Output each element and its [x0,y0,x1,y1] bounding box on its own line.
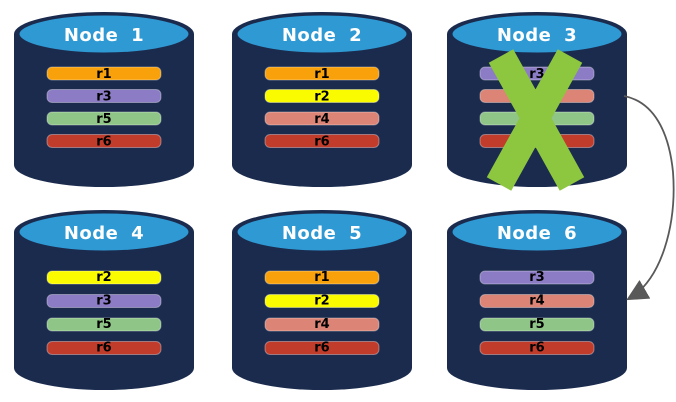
partition-bar [46,294,162,308]
node-2-partition-r2: r2 [264,89,380,105]
node-1-partition-r5: r5 [46,111,162,127]
partition-label: r4 [529,294,544,309]
partition-bar [46,111,162,126]
partition-label: r6 [96,135,111,150]
node-4-partition-r3: r3 [46,294,162,309]
node-2-title: Node 2 [282,25,362,46]
partition-label: r4 [314,112,329,127]
node-2-partition-r4: r4 [264,111,380,127]
partition-label: r5 [529,317,544,332]
node-1-title: Node 1 [64,25,144,46]
node-4-title: Node 4 [64,223,144,244]
node-4-partition-r6: r6 [46,341,162,356]
partition-bar [46,270,162,285]
partition-label: r2 [314,294,329,309]
node-1-partition-r3: r3 [46,89,162,105]
partition-label: r4 [314,317,329,332]
node-6-cylinder-top [449,210,625,254]
node-5-partition-r1: r1 [264,270,380,285]
node-3: Node 3 r3 r4 r5 r6 [447,12,627,191]
node-2-partition-r1: r1 [264,66,380,82]
partition-bar [479,270,595,285]
partition-bar [264,270,380,285]
partition-bar [46,317,162,332]
node-5-cylinder-top [234,210,410,254]
partition-label: r5 [96,112,111,127]
partition-bar [479,341,595,355]
partition-bar [46,134,162,148]
partition-label: r2 [314,90,329,105]
partition-label: r6 [96,341,111,356]
node-2-cylinder-top [234,12,410,56]
partition-label: r1 [314,270,329,285]
partition-label: r5 [96,317,111,332]
partition-label: r6 [529,341,544,356]
node-4-partition-r5: r5 [46,317,162,332]
node-5-partition-r4: r4 [264,317,380,332]
partition-label: r1 [96,67,111,82]
partition-bar [46,89,162,103]
partition-label: r3 [529,270,544,285]
partition-label: r3 [96,294,111,309]
node-6-partition-r6: r6 [479,341,595,356]
partition-bar [264,89,380,103]
partition-label: r1 [314,67,329,82]
partition-label: r6 [314,341,329,356]
partition-label: r2 [96,270,111,285]
node-5: Node 5 r1 r2 r4 r6 [232,210,412,390]
partition-bar [46,341,162,355]
partition-bar [264,317,380,332]
node-2-partition-r6: r6 [264,134,380,150]
partition-label: r3 [96,90,111,105]
node-1-partition-r1: r1 [46,66,162,82]
partition-bar [264,294,380,308]
node-6-partition-r5: r5 [479,317,595,332]
node-2: Node 2 r1 r2 r4 r6 [232,12,412,187]
node-1: Node 1 r1 r3 r5 r6 [14,12,194,187]
partition-bar [264,134,380,148]
node-6-title: Node 6 [497,223,577,244]
node-4-cylinder-top [16,210,192,254]
partition-bar [46,66,162,81]
node-5-title: Node 5 [282,223,362,244]
partition-label: r3 [529,67,544,82]
failover-arrow [623,95,675,301]
node-3-cylinder-top [449,12,625,56]
node-5-partition-r6: r6 [264,341,380,356]
partition-bar [479,294,595,308]
node-6-partition-r4: r4 [479,294,595,309]
node-5-partition-r2: r2 [264,294,380,309]
node-6: Node 6 r3 r4 r5 r6 [447,210,627,390]
node-4-partition-r2: r2 [46,270,162,285]
partition-bar [479,317,595,332]
node-1-cylinder-top [16,12,192,56]
partition-bar [264,111,380,126]
node-4: Node 4 r2 r3 r5 r6 [14,210,194,390]
partition-bar [264,341,380,355]
partition-bar [264,66,380,81]
node-6-partition-r3: r3 [479,270,595,285]
node-1-partition-r6: r6 [46,134,162,150]
partition-label: r6 [314,135,329,150]
node-3-title: Node 3 [497,25,577,46]
failed-x-icon [486,49,585,191]
